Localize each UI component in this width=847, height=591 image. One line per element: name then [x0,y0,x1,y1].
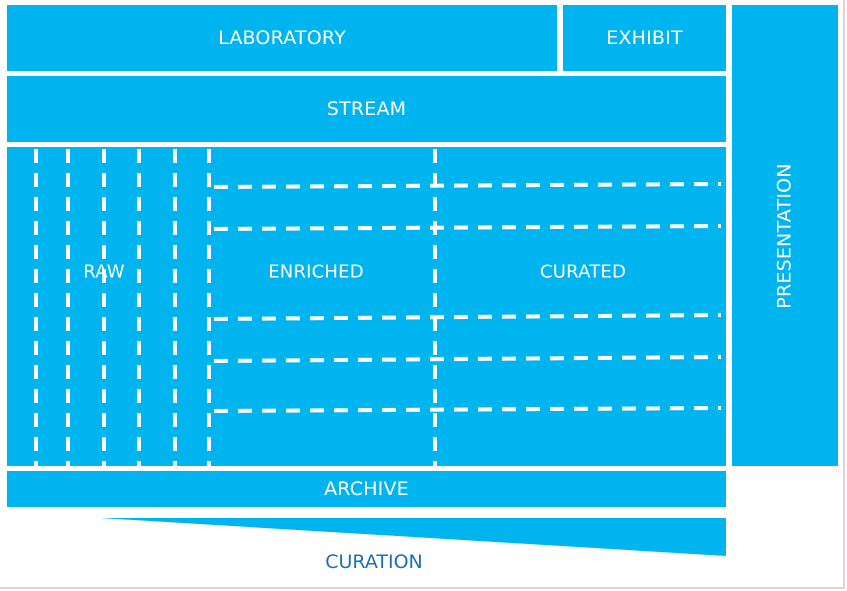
exhibit-label: EXHIBIT [606,27,683,49]
dashed-partition-lines [34,149,722,466]
stream-block: STREAM [7,76,726,142]
horizontal-partition-line [213,224,722,231]
curation-wedge [100,518,726,556]
curated-label: CURATED [539,261,627,283]
presentation-label: PRESENTATION [774,162,796,309]
presentation-block: PRESENTATION [732,5,838,466]
horizontal-partition-line [213,313,722,321]
raw-label: RAW [83,261,125,283]
horizontal-partition-line [213,355,722,363]
data-zone-block: RAW ENRICHED CURATED [7,147,726,466]
exhibit-block: EXHIBIT [563,5,726,71]
archive-block: ARCHIVE [7,471,726,507]
horizontal-partition-line [213,182,722,189]
archive-label: ARCHIVE [324,478,409,500]
horizontal-partition-line [213,406,722,413]
laboratory-label: LABORATORY [218,27,346,49]
stream-label: STREAM [326,98,407,120]
laboratory-block: LABORATORY [7,5,557,71]
enriched-label: ENRICHED [268,261,364,283]
curation-label: CURATION [325,551,423,573]
